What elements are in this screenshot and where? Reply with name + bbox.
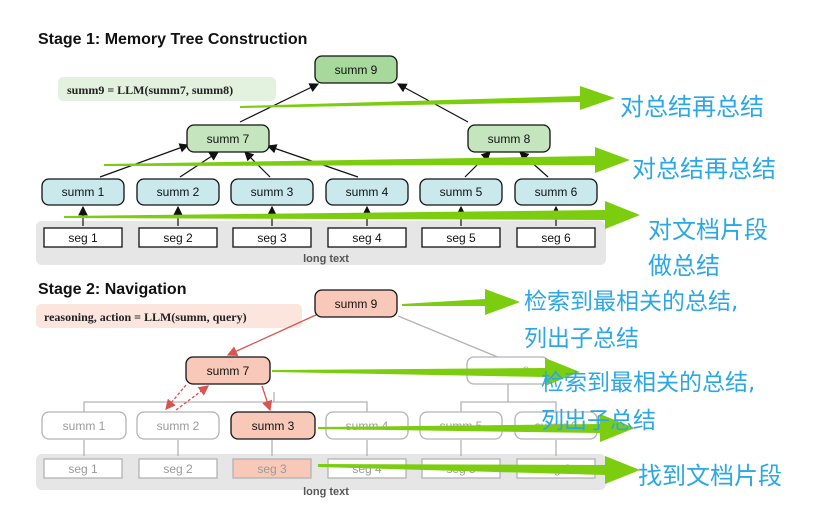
stage1-seg3-label: seg 3 [257, 231, 287, 245]
annotation-texts: 对总结再总结 对总结再总结 对文档片段 做总结 检索到最相关的总结, 列出子总结… [524, 93, 782, 490]
stage1-leaf-summ6 [514, 178, 598, 206]
annotation-3-line1: 对文档片段 [648, 216, 768, 244]
stage1-leaf-summ5-label: summ 5 [440, 185, 483, 199]
stage1-leaf-summ3 [230, 178, 314, 206]
stage1-node-summ7 [186, 124, 270, 153]
stage2-leaf-summ3 [230, 411, 316, 440]
stage2-node-summ7 [185, 356, 271, 385]
annotation-5-line1: 检索到最相关的总结, [541, 370, 755, 396]
stage1-seg6 [516, 227, 596, 248]
stage1-leaf-summ1-label: summ 1 [62, 185, 105, 199]
stage1-seg4 [327, 227, 407, 248]
stage2-title: Stage 2: Navigation [38, 281, 186, 298]
stage2-leaf-summ4-label: summ 4 [346, 419, 389, 433]
stage1-seg1-label: seg 1 [68, 231, 98, 245]
stage1-leaf-summ1 [41, 178, 125, 206]
stage1-node-summ8 [467, 124, 551, 153]
stage2-seg2 [138, 458, 218, 479]
stage2-node-summ9 [314, 289, 398, 318]
stage1-seg1 [43, 227, 123, 248]
annotation-5-line2: 列出子总结 [541, 408, 656, 434]
stage1-seg4-label: seg 4 [352, 231, 382, 245]
stage1-node-summ9-label: summ 9 [335, 63, 378, 77]
stage1-formula-box [58, 77, 276, 101]
stage2-leaf-summ3-label: summ 3 [252, 419, 295, 433]
annotation-4-line2: 列出子总结 [524, 326, 639, 352]
stage1-leaf-row: summ 1 summ 2 summ 3 summ 4 summ 5 summ … [41, 178, 598, 206]
stage1-title: Stage 1: Memory Tree Construction [38, 31, 307, 48]
annotation-arrow-5 [272, 358, 580, 386]
annotation-6: 找到文档片段 [638, 462, 782, 490]
stage1-leaf-summ6-label: summ 6 [535, 185, 578, 199]
stage2-grey-edges [83, 315, 557, 456]
stage2-leaf-summ4 [325, 411, 409, 440]
stage1-leaf-summ5 [419, 178, 503, 206]
stage2-seg4-label: seg 4 [352, 462, 382, 476]
stage2-leaf-summ2 [136, 411, 220, 440]
stage2-formula-box [36, 304, 302, 328]
stage1-leaf-summ3-label: summ 3 [251, 185, 294, 199]
annotation-3-line2: 做总结 [648, 252, 720, 280]
stage1-seg5 [421, 227, 501, 248]
annotation-arrow-7 [318, 456, 640, 484]
stage2-seg1 [43, 458, 123, 479]
annotation-2: 对总结再总结 [632, 155, 776, 183]
stage2-seg2-label: seg 2 [163, 462, 193, 476]
stage2-formula: reasoning, action = LLM(summ, query) [44, 310, 247, 324]
stage1-seg6-label: seg 6 [541, 231, 571, 245]
annotation-4-line1: 检索到最相关的总结, [524, 289, 738, 315]
stage1-leaf-summ2 [136, 178, 220, 206]
stage2-nav-arrows [165, 313, 319, 412]
stage2-seg1-label: seg 1 [68, 462, 98, 476]
stage2-leaf-summ1-label: summ 1 [63, 419, 106, 433]
stage1-formula: summ9 = LLM(summ7, summ8) [67, 83, 233, 97]
stage1-leaf-summ4-label: summ 4 [346, 185, 389, 199]
stage1-seg2-label: seg 2 [163, 231, 193, 245]
stage2-long-text-label: long text [303, 486, 349, 498]
stage2-leaf-summ2-label: summ 2 [157, 419, 200, 433]
stage1-leaf-summ2-label: summ 2 [157, 185, 200, 199]
stage1-node-summ9 [314, 55, 398, 84]
annotation-arrow-4 [402, 289, 520, 315]
stage2-node-summ7-label: summ 7 [207, 364, 250, 378]
stage1-node-summ8-label: summ 8 [488, 132, 531, 146]
stage1-seg5-label: seg 5 [446, 231, 476, 245]
annotation-arrow-1 [240, 86, 615, 110]
annotation-arrow-3 [64, 201, 640, 229]
stage1-long-text-label: long text [303, 253, 349, 265]
stage1-seg2 [138, 227, 218, 248]
stage2-seg3 [232, 458, 312, 479]
stage2-node-summ9-label: summ 9 [335, 297, 378, 311]
stage1-leaf-summ4 [325, 178, 409, 206]
annotation-arrows [64, 86, 640, 484]
stage1-node-summ7-label: summ 7 [207, 132, 250, 146]
stage1-seg-row: seg 1 seg 2 seg 3 seg 4 seg 5 seg 6 [43, 227, 596, 248]
stage2-seg3-label: seg 3 [257, 462, 287, 476]
stage2-leaf-summ1 [41, 411, 127, 440]
annotation-1: 对总结再总结 [620, 93, 764, 121]
stage1-seg3 [232, 227, 312, 248]
annotation-arrow-6 [318, 414, 635, 442]
annotation-arrow-2 [104, 147, 630, 173]
